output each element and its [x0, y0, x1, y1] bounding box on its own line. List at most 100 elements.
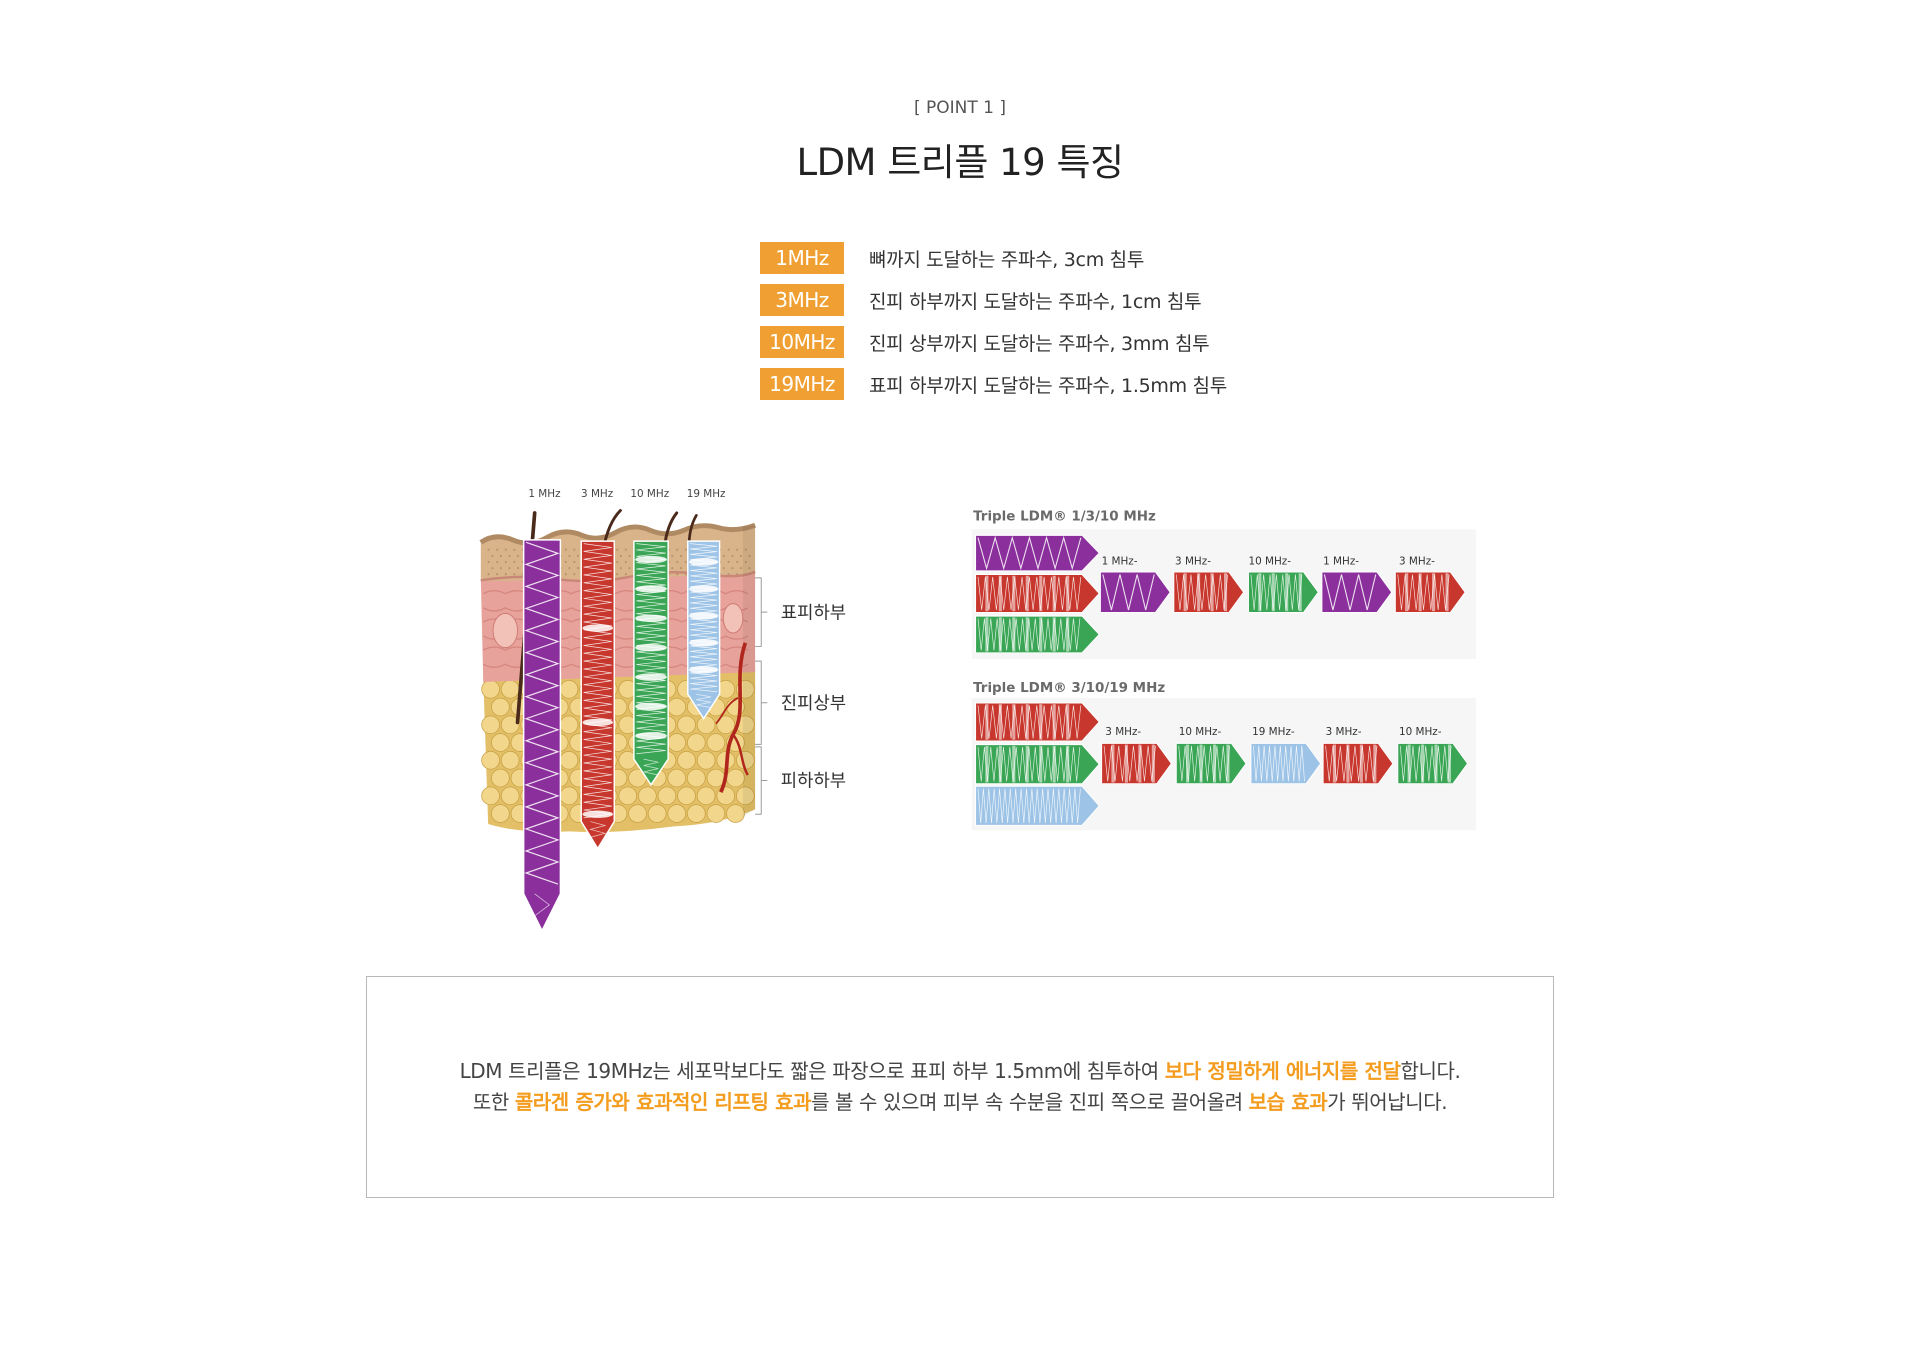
texture-dot — [671, 566, 674, 570]
fat-cell — [677, 786, 696, 806]
arrow-highlight — [985, 575, 989, 612]
energy-band — [688, 558, 719, 566]
arrow-highlight — [1012, 745, 1016, 783]
arrow-highlight — [1124, 744, 1128, 783]
texture-dot — [624, 548, 627, 551]
texture-dot — [616, 560, 619, 564]
wave-line-tip — [696, 693, 712, 709]
arrow-highlight — [1025, 704, 1029, 740]
fat-cell — [628, 804, 647, 823]
sequence-arrow — [1099, 571, 1171, 613]
stack-arrow — [975, 615, 1100, 654]
texture-dot — [748, 566, 751, 570]
arrow-highlight — [1039, 575, 1043, 612]
bracket-line — [755, 577, 768, 647]
arrow-highlight — [985, 704, 989, 740]
energy-band — [688, 585, 719, 593]
texture-dot — [736, 548, 739, 551]
arrow-highlight — [1332, 744, 1336, 783]
arrow-highlight — [1210, 573, 1214, 612]
texture-dot — [573, 573, 576, 576]
layer-label: 진피상부 — [781, 693, 846, 714]
summary-highlight: 콜라겐 증가와 효과적인 리프팅 효과 — [514, 1090, 812, 1114]
texture-dot — [619, 554, 622, 557]
wave-column-1mhz — [522, 539, 562, 933]
texture-dot — [679, 554, 683, 557]
arrow-highlight — [1012, 704, 1016, 740]
sequence-arrow — [1175, 742, 1247, 785]
wave-line-tip — [643, 758, 659, 776]
sebaceous-gland — [492, 612, 519, 649]
fat-cell — [559, 786, 579, 806]
column-frequency-label: 3 MHz — [581, 488, 613, 500]
frequency-description: 진피 하부까지 도달하는 주파수, 1cm 침투 — [869, 290, 1202, 313]
texture-dot — [671, 554, 674, 557]
summary-line-2: 또한 콜라겐 증가와 효과적인 리프팅 효과를 볼 수 있으며 피부 속 수분을… — [473, 1087, 1448, 1118]
arrow-highlight — [1066, 575, 1070, 612]
arrow-highlight — [1012, 617, 1016, 652]
arrow-highlight — [1138, 744, 1142, 783]
arrow-shape — [975, 785, 1100, 826]
arrow-highlight — [1346, 744, 1350, 783]
arrow-highlight — [1066, 745, 1070, 783]
sequence-frequency-label: 1 MHz- — [1323, 556, 1359, 568]
arrow-highlight — [1151, 744, 1155, 783]
fat-cell — [667, 697, 687, 717]
fat-cell — [736, 786, 755, 806]
fat-cell — [657, 786, 677, 806]
arrow-highlight — [1421, 744, 1425, 783]
energy-band — [635, 643, 667, 652]
texture-dot — [739, 566, 743, 570]
fat-cell — [481, 751, 500, 770]
arrow-wave — [977, 705, 1082, 739]
energy-band — [582, 718, 614, 727]
energy-band — [635, 614, 667, 622]
fat-cell — [500, 786, 520, 806]
arrow-highlight — [1418, 573, 1422, 612]
frequency-badge: 19MHz — [760, 368, 844, 400]
sequence-arrow — [1247, 571, 1319, 613]
arrow-highlight — [1447, 744, 1452, 783]
fat-cell — [667, 768, 687, 788]
texture-dot — [676, 560, 679, 564]
texture-dot — [487, 548, 490, 551]
texture-dot — [628, 554, 631, 557]
arrow-highlight — [1052, 575, 1056, 612]
arrow-highlight — [1373, 744, 1377, 783]
texture-dot — [576, 554, 580, 557]
arrow-highlight — [1111, 744, 1115, 783]
texture-dot — [487, 573, 490, 576]
arrow-highlight — [1039, 704, 1043, 740]
energy-band — [582, 810, 614, 818]
arrow-highlight — [1224, 573, 1228, 612]
texture-dot — [508, 554, 511, 557]
arrow-highlight — [985, 745, 989, 783]
arrow-shape — [975, 534, 1100, 572]
fat-cell — [677, 751, 696, 770]
arrow-highlight — [1258, 573, 1262, 612]
section-title: LDM 트리플 19 특징 — [796, 141, 1124, 184]
fat-cell — [500, 679, 520, 699]
fat-cell — [696, 751, 716, 770]
arrow-wave — [977, 788, 1081, 823]
bracket-line — [755, 660, 768, 745]
texture-dot — [513, 548, 516, 551]
texture-dot — [513, 560, 516, 564]
texture-dot — [496, 573, 499, 576]
frequency-row: 10MHz 진피 상부까지 도달하는 주파수, 3mm 침투 — [760, 326, 1227, 358]
fat-cell — [716, 786, 736, 806]
texture-dot — [616, 548, 619, 551]
arrow-highlight — [998, 745, 1002, 783]
frequency-badge: 3MHz — [760, 284, 844, 316]
fat-cell — [481, 715, 500, 735]
layer-bracket: 표피하부 — [755, 577, 846, 647]
wave-column-body — [687, 540, 721, 721]
texture-dot — [504, 548, 507, 551]
arrow-highlight — [1052, 704, 1056, 740]
frequency-description: 표피 하부까지 도달하는 주파수, 1.5mm 침투 — [869, 374, 1227, 397]
energy-band — [635, 732, 667, 740]
energy-band — [635, 585, 667, 593]
arrow-highlight — [1052, 617, 1056, 652]
texture-dot — [496, 560, 499, 564]
